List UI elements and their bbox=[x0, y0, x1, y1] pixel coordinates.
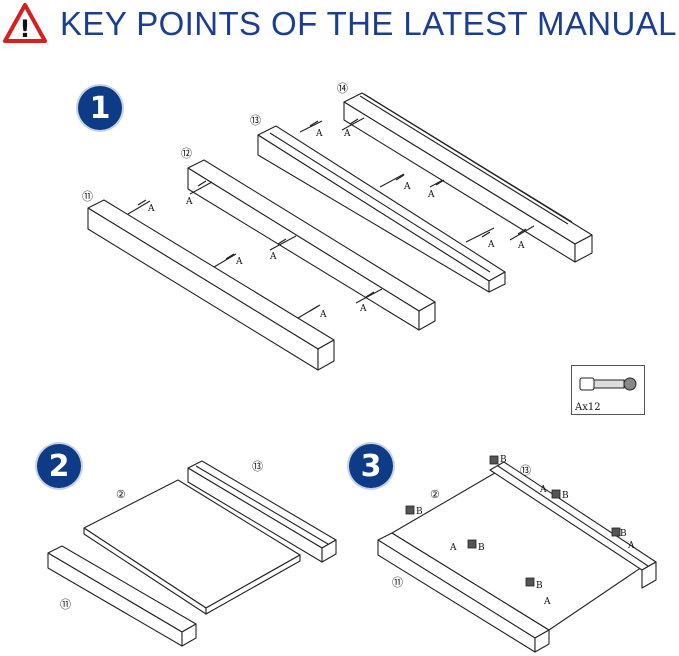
dowels-step-1 bbox=[137, 118, 527, 312]
marker-b: B bbox=[562, 491, 569, 501]
beam-13 bbox=[257, 120, 506, 293]
warning-mark: ! bbox=[20, 15, 31, 43]
marker-b: B bbox=[500, 455, 507, 465]
step-1-badge: 1 bbox=[78, 86, 122, 130]
marker-a: A bbox=[487, 240, 495, 250]
marker-a: A bbox=[403, 182, 411, 192]
step-3-label-2: ② bbox=[430, 488, 440, 501]
legend-label: Ax12 bbox=[575, 402, 601, 413]
marker-a: A bbox=[319, 310, 327, 320]
part-label-11: ⑪ bbox=[82, 190, 93, 203]
beam-14 bbox=[341, 92, 593, 263]
marker-a: A bbox=[185, 197, 193, 207]
step-3-label-13: ⑬ bbox=[520, 464, 531, 477]
part-label-12: ⑫ bbox=[181, 147, 192, 160]
step-3-assembly bbox=[377, 461, 657, 653]
part-label-14: ⑭ bbox=[337, 82, 348, 95]
marker-a: A bbox=[427, 190, 435, 200]
marker-b: B bbox=[536, 581, 543, 591]
header: ! KEY POINTS OF THE LATEST MANUAL bbox=[0, 0, 679, 52]
marker-a: A bbox=[315, 129, 323, 139]
marker-a: A bbox=[517, 241, 525, 251]
cam-locks-step-3 bbox=[405, 455, 621, 587]
marker-a: A bbox=[627, 541, 635, 551]
marker-b: B bbox=[416, 507, 423, 517]
beam-12 bbox=[187, 159, 436, 331]
step-2-label-13: ⑬ bbox=[252, 460, 263, 473]
marker-b: B bbox=[620, 529, 627, 539]
step-2-label-2: ② bbox=[116, 488, 126, 501]
step-2-label-11: ⑪ bbox=[60, 598, 71, 611]
step-2-panel bbox=[83, 479, 301, 615]
warning-icon: ! bbox=[3, 3, 47, 43]
step-2-beam-11 bbox=[47, 545, 197, 647]
marker-a: A bbox=[359, 304, 367, 314]
step-3-label-11: ⑪ bbox=[392, 576, 403, 589]
beam-11 bbox=[87, 199, 335, 371]
marker-a: A bbox=[343, 129, 351, 139]
dowel-icon bbox=[579, 377, 637, 391]
part-label-13: ⑬ bbox=[250, 114, 261, 127]
step-3-badge: 3 bbox=[349, 444, 393, 488]
step-2-badge: 2 bbox=[37, 444, 81, 488]
marker-a: A bbox=[235, 257, 243, 267]
hardware-legend: Ax12 bbox=[571, 365, 645, 415]
step-2-beam-13 bbox=[187, 460, 337, 563]
marker-a: A bbox=[539, 485, 547, 495]
marker-a: A bbox=[269, 252, 277, 262]
marker-a: A bbox=[147, 204, 155, 214]
marker-b: B bbox=[478, 543, 485, 553]
marker-a: A bbox=[543, 597, 551, 607]
page-title: KEY POINTS OF THE LATEST MANUAL bbox=[60, 5, 677, 42]
marker-a: A bbox=[449, 543, 457, 553]
